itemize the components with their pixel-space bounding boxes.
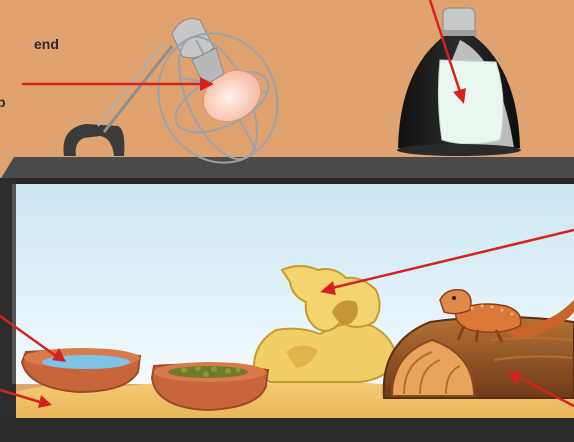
terrarium-tank	[0, 157, 574, 442]
uvb-bulb	[438, 60, 503, 144]
dragon-eye	[452, 296, 456, 300]
dome-socket-band	[441, 30, 477, 36]
lamp-arm	[104, 46, 172, 132]
tank-top-lid	[0, 157, 574, 180]
tank-top-frame	[0, 178, 574, 184]
water-bowl-icon	[22, 348, 140, 392]
tank-left-post-shade	[12, 184, 16, 384]
rock-base	[254, 323, 396, 382]
tank-bottom-frame	[0, 418, 574, 442]
dragon-head	[440, 290, 471, 314]
dome-rim	[397, 144, 521, 156]
lamp-clamp	[63, 124, 124, 156]
uvb-dome-lamp-icon	[397, 8, 521, 156]
